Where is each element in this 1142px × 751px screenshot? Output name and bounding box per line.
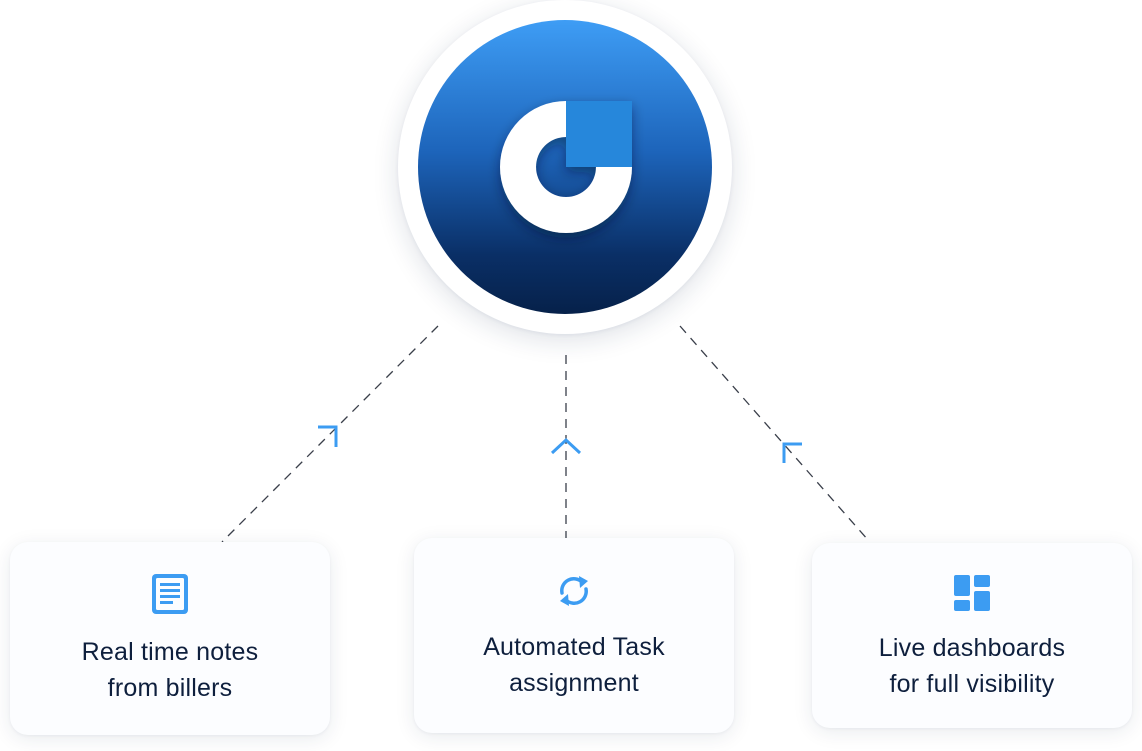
feature-card-tasks: Automated Task assignment <box>414 538 734 733</box>
card-label-dashboards-line1: Live dashboards <box>878 634 1066 662</box>
arrow-head-right-icon <box>782 442 802 463</box>
card-label-dashboards: Live dashboards for full visibility <box>832 630 1112 702</box>
refresh-cycle-icon <box>560 576 588 606</box>
dashboard-grid-icon <box>954 575 990 611</box>
arrow-head-center-icon <box>550 437 582 455</box>
arrow-head-left-icon <box>318 425 338 447</box>
connector-line-right <box>679 325 869 541</box>
card-label-tasks-line1: Automated Task <box>483 633 665 661</box>
card-label-notes-line1: Real time notes <box>81 638 259 666</box>
card-label-notes-line2: from billers <box>107 674 233 702</box>
feature-card-dashboards: Live dashboards for full visibility <box>812 543 1132 728</box>
feature-card-notes: Real time notes from billers <box>10 542 330 735</box>
brand-logo-icon <box>500 101 632 233</box>
card-label-tasks: Automated Task assignment <box>434 629 714 701</box>
hub-circle <box>418 20 712 314</box>
card-label-notes: Real time notes from billers <box>30 634 310 706</box>
card-label-tasks-line2: assignment <box>509 669 639 697</box>
document-lines-icon <box>152 574 188 614</box>
card-label-dashboards-line2: for full visibility <box>889 670 1055 698</box>
connector-line-left <box>221 325 439 543</box>
